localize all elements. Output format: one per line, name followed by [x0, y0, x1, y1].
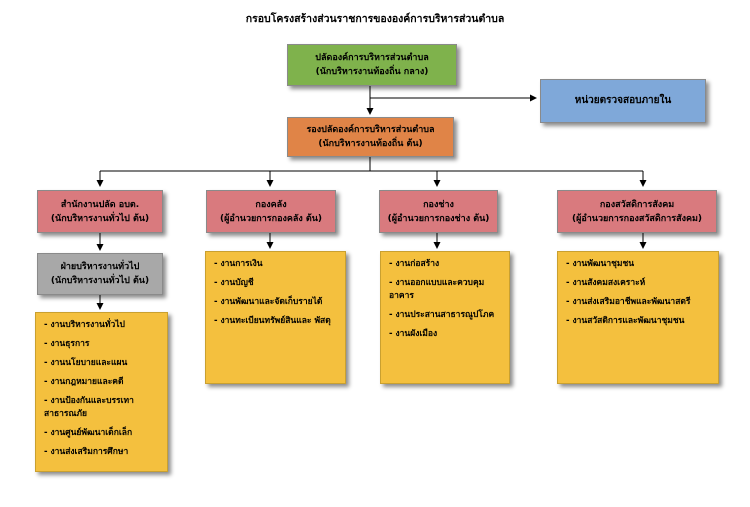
duty-item: - งานธุรการ: [44, 339, 90, 349]
duty-item: - งานป้องกันและบรรเทา สาธารณภัย: [44, 396, 134, 419]
box-division-social-welfare: กองสวัสดิการสังคม (ผู้อำนวยการกองสวัสดิก…: [557, 190, 717, 233]
division-finance-title: กองคลัง: [255, 199, 287, 210]
duty-item: - งานพัฒนาและจัดเก็บรายได้: [214, 297, 323, 307]
deputy-administrator-level: (นักบริหารงานท้องถิ่น ต้น): [318, 139, 423, 149]
chief-administrator-level: (นักบริหารงานท้องถิ่น กลาง): [315, 67, 429, 77]
division-office-level: (นักบริหารงานทั่วไป ต้น): [50, 213, 150, 224]
duty-item: - งานก่อสร้าง: [389, 259, 440, 269]
duty-item: - งานส่งเสริมอาชีพและพัฒนาสตรี: [566, 297, 691, 307]
general-admin-section-title: ฝ่ายบริหารงานทั่วไป: [60, 262, 140, 272]
chart-title: กรอบโครงสร้างส่วนราชการขององค์การบริหารส…: [245, 13, 505, 25]
box-general-admin-section: ฝ่ายบริหารงานทั่วไป (นักบริหารงานทั่วไป …: [37, 253, 163, 295]
duty-item: - งานทะเบียนทรัพย์สินและ พัสดุ: [214, 316, 331, 326]
division-finance-level: (ผู้อำนวยการกองคลัง ต้น): [219, 213, 323, 224]
division-social-welfare-title: กองสวัสดิการสังคม: [599, 199, 675, 210]
duty-item: - งานประสานสาธารณูปโภค: [389, 310, 495, 320]
division-office-title: สำนักงานปลัด อบต.: [60, 199, 140, 210]
duty-item: - งานส่งเสริมการศึกษา: [44, 447, 129, 457]
box-division-engineering: กองช่าง (ผู้อำนวยการกองช่าง ต้น): [379, 190, 498, 233]
duty-item: - งานศูนย์พัฒนาเด็กเล็ก: [44, 428, 133, 438]
duties-finance: - งานการเงิน - งานบัญชี - งานพัฒนาและจัด…: [205, 251, 346, 384]
internal-audit-label: หน่วยตรวจสอบภายใน: [574, 95, 672, 106]
general-admin-section-level: (นักบริหารงานทั่วไป ต้น): [50, 276, 150, 286]
box-division-finance: กองคลัง (ผู้อำนวยการกองคลัง ต้น): [206, 190, 336, 233]
duty-item: - งานการเงิน: [214, 259, 263, 269]
duties-office: - งานบริหารงานทั่วไป - งานธุรการ - งานนโ…: [35, 312, 168, 472]
box-chief-administrator: ปลัดองค์การบริหารส่วนตำบล (นักบริหารงานท…: [287, 44, 457, 86]
chief-administrator-title: ปลัดองค์การบริหารส่วนตำบล: [315, 53, 429, 63]
duty-item: - งานพัฒนาชุมชน: [566, 259, 635, 269]
division-engineering-title: กองช่าง: [423, 199, 454, 210]
duty-item: - งานสวัสดิการและพัฒนาชุมชน: [566, 316, 685, 326]
box-division-office: สำนักงานปลัด อบต. (นักบริหารงานทั่วไป ต้…: [37, 190, 163, 233]
duty-item: - งานบริหารงานทั่วไป: [44, 320, 125, 330]
duty-item: - งานผังเมือง: [389, 329, 438, 339]
division-engineering-level: (ผู้อำนวยการกองช่าง ต้น): [387, 213, 490, 224]
deputy-administrator-title: รองปลัดองค์การบริหารส่วนตำบล: [306, 125, 435, 135]
division-social-welfare-level: (ผู้อำนวยการกองสวัสดิการสังคม): [571, 213, 703, 224]
box-deputy-administrator: รองปลัดองค์การบริหารส่วนตำบล (นักบริหารง…: [287, 117, 454, 157]
duties-engineering: - งานก่อสร้าง - งานออกแบบและควบคุม อาคาร…: [380, 251, 510, 384]
box-internal-audit: หน่วยตรวจสอบภายใน: [540, 79, 706, 123]
duty-item: - งานกฎหมายและคดี: [44, 377, 124, 387]
duty-item: - งานสังคมสงเคราะห์: [566, 278, 646, 288]
duty-item: - งานออกแบบและควบคุม อาคาร: [389, 278, 485, 301]
duty-item: - งานบัญชี: [214, 278, 254, 288]
duty-item: - งานนโยบายและแผน: [44, 358, 128, 368]
duties-social-welfare: - งานพัฒนาชุมชน - งานสังคมสงเคราะห์ - งา…: [557, 251, 719, 384]
